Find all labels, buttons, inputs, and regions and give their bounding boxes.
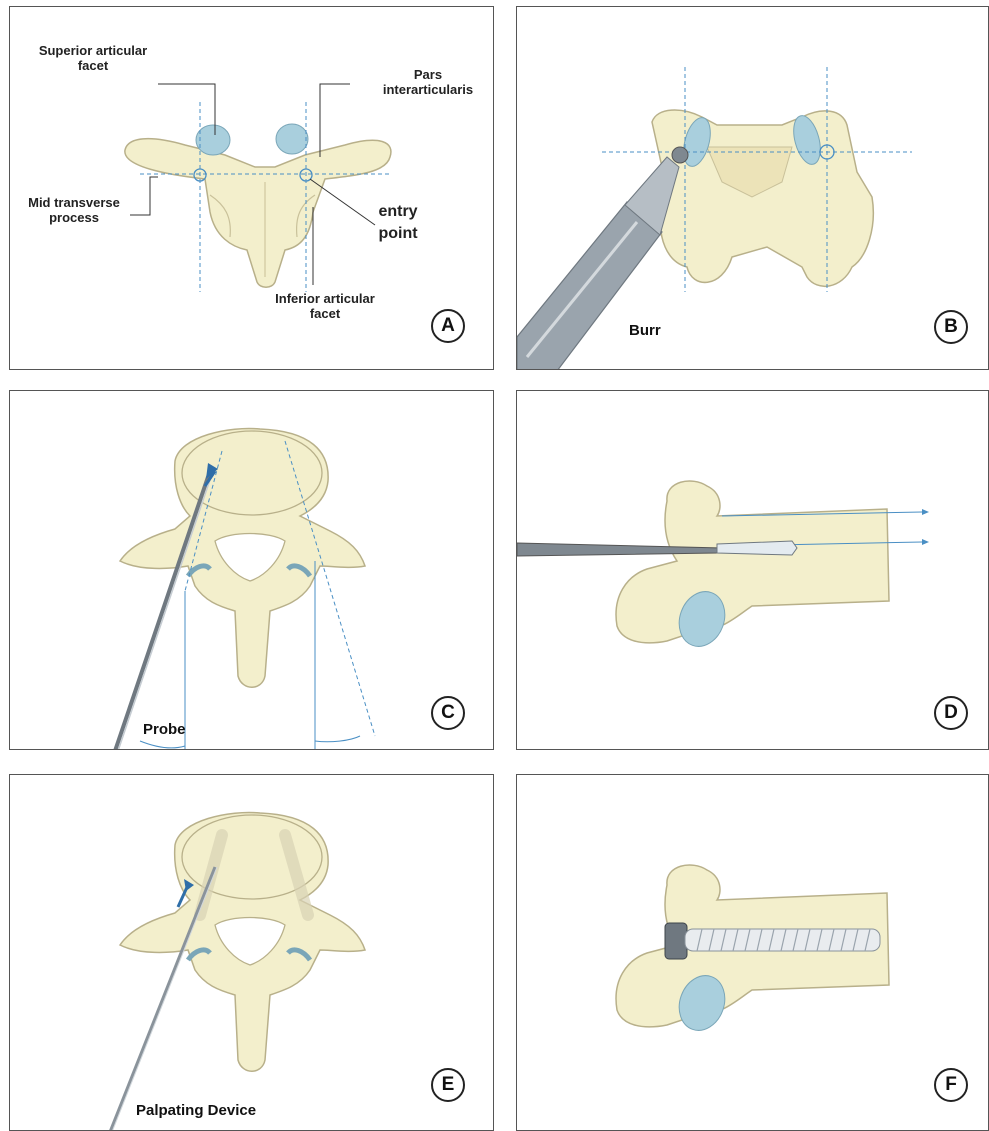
- superior-articular-facet-left: [196, 125, 230, 155]
- panel-c-illustration: [10, 391, 494, 750]
- panel-d: D: [516, 390, 989, 750]
- panel-b-illustration: [517, 7, 989, 370]
- panel-a-letter-badge: A: [431, 309, 465, 343]
- panel-f: F: [516, 774, 989, 1131]
- label-inferior-articular-facet: Inferior articular facet: [250, 291, 400, 321]
- panel-a: Superior articular facet Pars interartic…: [9, 6, 494, 370]
- panel-b-letter-badge: B: [934, 310, 968, 344]
- panel-c: Probe C: [9, 390, 494, 750]
- label-entry-point: entry point: [368, 201, 428, 245]
- probe-instrument-d: [517, 541, 797, 556]
- vertebra-posterior-view: [125, 139, 391, 288]
- panel-e-illustration: [10, 775, 494, 1131]
- panel-f-illustration: [517, 775, 989, 1131]
- label-superior-articular-facet: Superior articular facet: [18, 43, 168, 73]
- panel-e-letter-badge: E: [431, 1068, 465, 1102]
- panel-f-letter-badge: F: [934, 1068, 968, 1102]
- vertebra-lateral-view: [616, 481, 889, 643]
- superior-articular-facet-right: [276, 124, 308, 154]
- palpating-device-label: Palpating Device: [136, 1102, 256, 1119]
- burr-instrument: [517, 147, 688, 370]
- label-mid-transverse-process: Mid transverse process: [12, 195, 136, 225]
- panel-b: Burr B: [516, 6, 989, 370]
- panel-c-letter-badge: C: [431, 696, 465, 730]
- burr-label: Burr: [629, 322, 661, 339]
- panel-d-letter-badge: D: [934, 696, 968, 730]
- panel-d-illustration: [517, 391, 989, 750]
- palpating-device-instrument: [110, 867, 217, 1131]
- probe-label: Probe: [143, 721, 186, 738]
- label-pars-interarticularis: Pars interarticularis: [368, 67, 488, 97]
- panel-e: Palpating Device E: [9, 774, 494, 1131]
